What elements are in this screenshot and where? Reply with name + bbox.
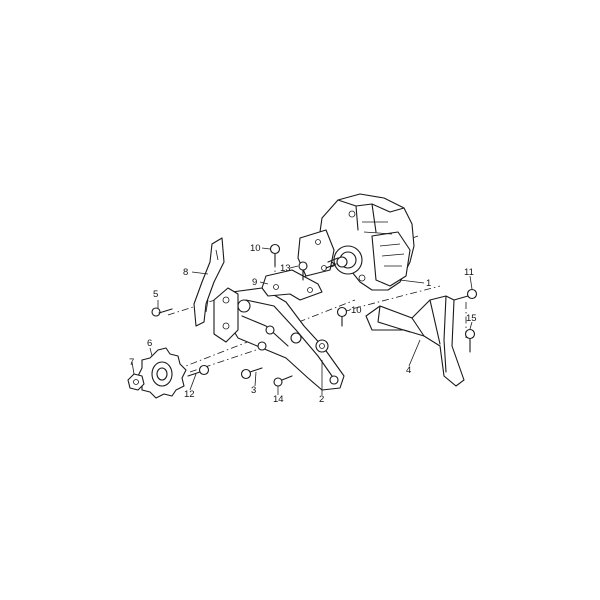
callout-7: 7 [129,357,134,368]
bolt-10-top [269,243,281,267]
callout-2: 2 [319,394,324,405]
sprocket [137,347,187,399]
bolt-15 [464,328,476,353]
callout-14: 14 [273,394,284,405]
callout-6: 6 [147,338,152,349]
callout-10-right: 10 [351,305,362,316]
callout-12: 12 [184,389,195,400]
callout-5: 5 [153,289,158,300]
callout-3: 3 [251,385,256,396]
callout-15: 15 [466,313,477,324]
callout-8: 8 [183,267,188,278]
callout-9: 9 [252,277,257,288]
bolt-10-right [336,306,348,327]
support-bracket [365,295,465,387]
bolt-12 [187,364,210,377]
bolts [151,243,478,387]
link-plate [261,269,323,301]
bolt-11 [453,288,478,301]
leader-lines [131,247,473,395]
callout-labels: 1 2 3 4 5 6 7 8 9 10 10 11 12 13 14 15 [129,243,477,405]
vertical-bracket [193,237,225,327]
bolt-13 [298,261,308,281]
bolt-3 [240,367,263,380]
high-pressure-pump [297,193,415,291]
callout-10-top: 10 [250,243,261,254]
callout-11: 11 [464,267,474,278]
bolt-14 [273,375,293,387]
callout-1: 1 [426,278,431,289]
main-bracket [213,287,345,391]
callout-4: 4 [406,365,411,376]
bolt-5 [151,307,173,317]
callout-13: 13 [280,263,291,274]
